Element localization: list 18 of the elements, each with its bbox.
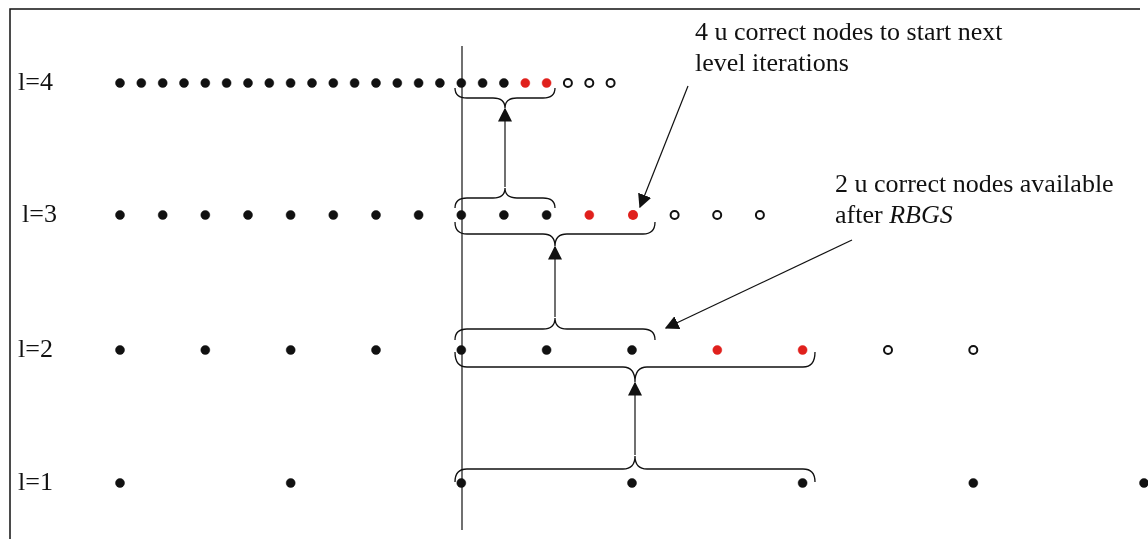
leader-arrow	[638, 85, 689, 209]
level-label: l=4	[18, 66, 53, 97]
arrow	[628, 381, 642, 456]
curly-brace	[454, 221, 656, 247]
arrow	[548, 245, 562, 318]
annotation: 2 u correct nodes available after RBGS	[835, 168, 1135, 230]
leader-arrow	[664, 239, 853, 329]
level-label: l=1	[18, 466, 53, 497]
curly-brace	[454, 455, 816, 483]
level-label: l=2	[18, 333, 53, 364]
curly-brace	[454, 317, 656, 341]
grid-point	[628, 210, 638, 220]
arrow	[498, 107, 512, 188]
curly-brace	[454, 87, 556, 109]
curly-brace	[454, 187, 556, 209]
curly-brace	[454, 351, 816, 383]
annotation: 4 u correct nodes to start next level iterations	[695, 16, 1025, 78]
level-label: l=3	[22, 198, 57, 229]
